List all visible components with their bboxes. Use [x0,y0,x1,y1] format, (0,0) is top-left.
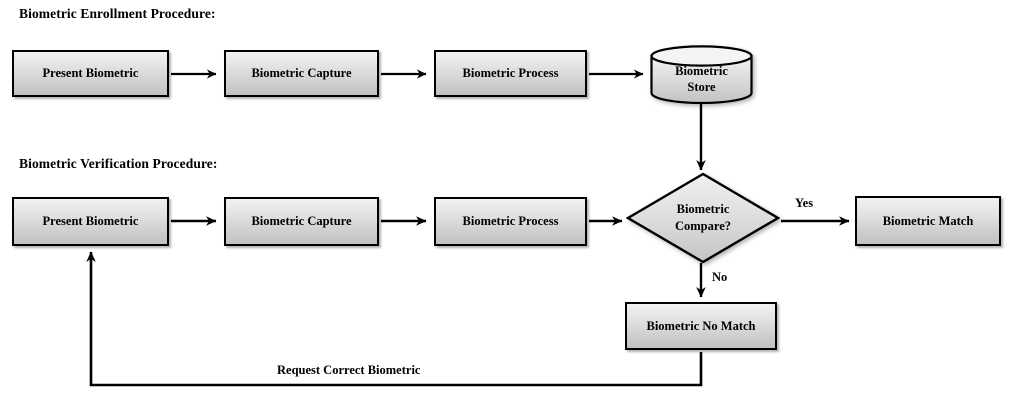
edge-label-yes: Yes [795,196,814,210]
enrollment-section-heading: Biometric Enrollment Procedure: [19,6,216,21]
node-verification-biometric-process[interactable]: Biometric Process [434,197,587,246]
edge-label-request-correct-biometric: Request Correct Biometric [277,363,421,377]
node-verification-biometric-capture[interactable]: Biometric Capture [224,197,379,246]
verification-section-heading: Biometric Verification Procedure: [19,156,218,171]
node-biometric-no-match[interactable]: Biometric No Match [625,302,777,350]
node-biometric-store-cylinder[interactable] [650,45,753,104]
node-biometric-match[interactable]: Biometric Match [855,196,1001,246]
node-biometric-compare-diamond[interactable] [626,172,780,264]
node-enrollment-biometric-capture[interactable]: Biometric Capture [224,50,379,97]
node-verification-present-biometric[interactable]: Present Biometric [12,197,169,246]
edge-label-no: No [712,270,728,284]
node-enrollment-biometric-process[interactable]: Biometric Process [434,50,587,97]
node-enrollment-present-biometric[interactable]: Present Biometric [12,50,169,97]
